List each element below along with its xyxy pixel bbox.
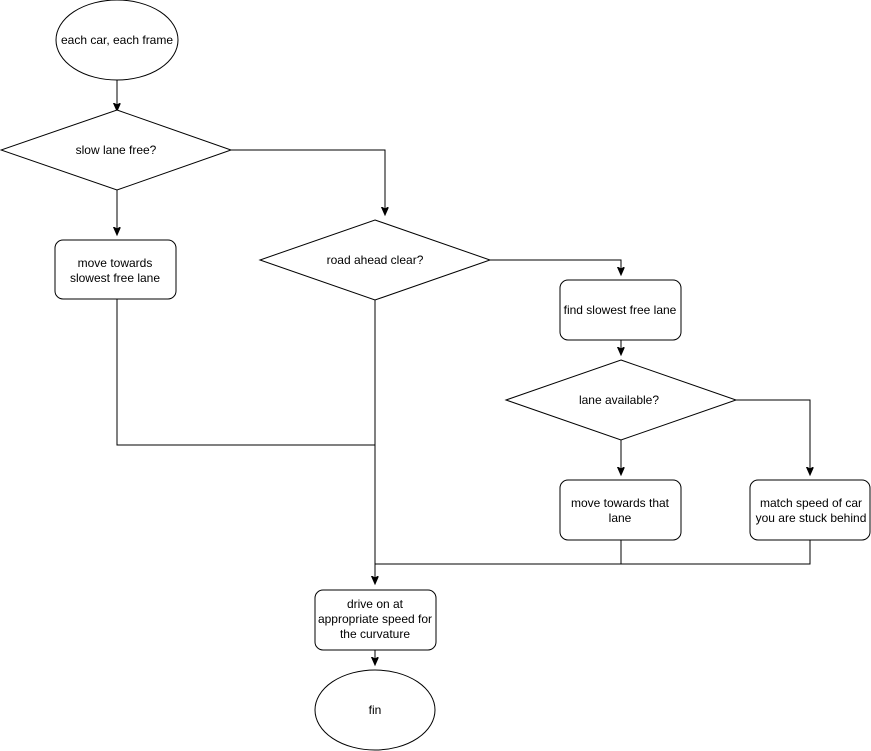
edge-slow-lane-free-to-road-ahead-clear xyxy=(231,149,385,214)
drive-on-label-line-3: the curvature xyxy=(340,627,410,641)
move-towards-slowest-node: move towards slowest free lane xyxy=(54,239,177,300)
move-towards-slowest-box xyxy=(54,239,177,300)
slow-lane-free-label: slow lane free? xyxy=(76,143,157,157)
edge-match-speed-to-drive-on xyxy=(621,540,811,565)
start-label: each car, each frame xyxy=(61,33,173,47)
move-towards-that-lane-box xyxy=(559,479,682,541)
match-speed-box xyxy=(749,479,871,541)
find-slowest-box xyxy=(559,279,682,341)
find-slowest-node: find slowest free lane xyxy=(559,279,682,341)
edge-lane-available-to-match-speed xyxy=(736,399,810,474)
road-ahead-clear-label: road ahead clear? xyxy=(327,253,424,267)
move-towards-that-lane-label-line-2: lane xyxy=(609,511,632,525)
slow-lane-free-decision: slow lane free? xyxy=(0,109,233,191)
move-towards-slowest-label-line-1: move towards xyxy=(78,256,153,270)
move-towards-that-lane-node: move towards that lane xyxy=(559,479,682,541)
lane-available-diamond xyxy=(504,359,738,441)
road-ahead-clear-decision: road ahead clear? xyxy=(258,219,492,301)
edges xyxy=(117,80,810,664)
edge-move-towards-that-lane-to-drive-on xyxy=(375,540,622,565)
find-slowest-label: find slowest free lane xyxy=(564,303,677,317)
edge-road-ahead-clear-to-find-slowest xyxy=(490,259,621,274)
fin-label: fin xyxy=(369,703,382,717)
match-speed-node: match speed of car you are stuck behind xyxy=(749,479,871,541)
fin-node: fin xyxy=(314,669,436,751)
start-ellipse xyxy=(55,0,179,81)
drive-on-label-line-1: drive on at xyxy=(347,597,404,611)
drive-on-node: drive on at appropriate speed for the cu… xyxy=(314,589,437,651)
edge-move-towards-slowest-to-drive-on xyxy=(116,299,375,446)
slow-lane-free-diamond xyxy=(0,109,233,191)
start-node: each car, each frame xyxy=(55,0,179,81)
road-ahead-clear-diamond xyxy=(258,219,492,301)
move-towards-slowest-label-line-2: slowest free lane xyxy=(70,271,160,285)
fin-ellipse xyxy=(314,669,436,751)
lane-available-label: lane available? xyxy=(579,393,659,407)
match-speed-label-line-2: you are stuck behind xyxy=(756,511,867,525)
drive-on-label-line-2: appropriate speed for xyxy=(318,612,432,626)
match-speed-label-line-1: match speed of car xyxy=(760,496,862,510)
drive-on-box xyxy=(314,589,437,651)
lane-available-decision: lane available? xyxy=(504,359,738,441)
move-towards-that-lane-label-line-1: move towards that xyxy=(571,496,670,510)
